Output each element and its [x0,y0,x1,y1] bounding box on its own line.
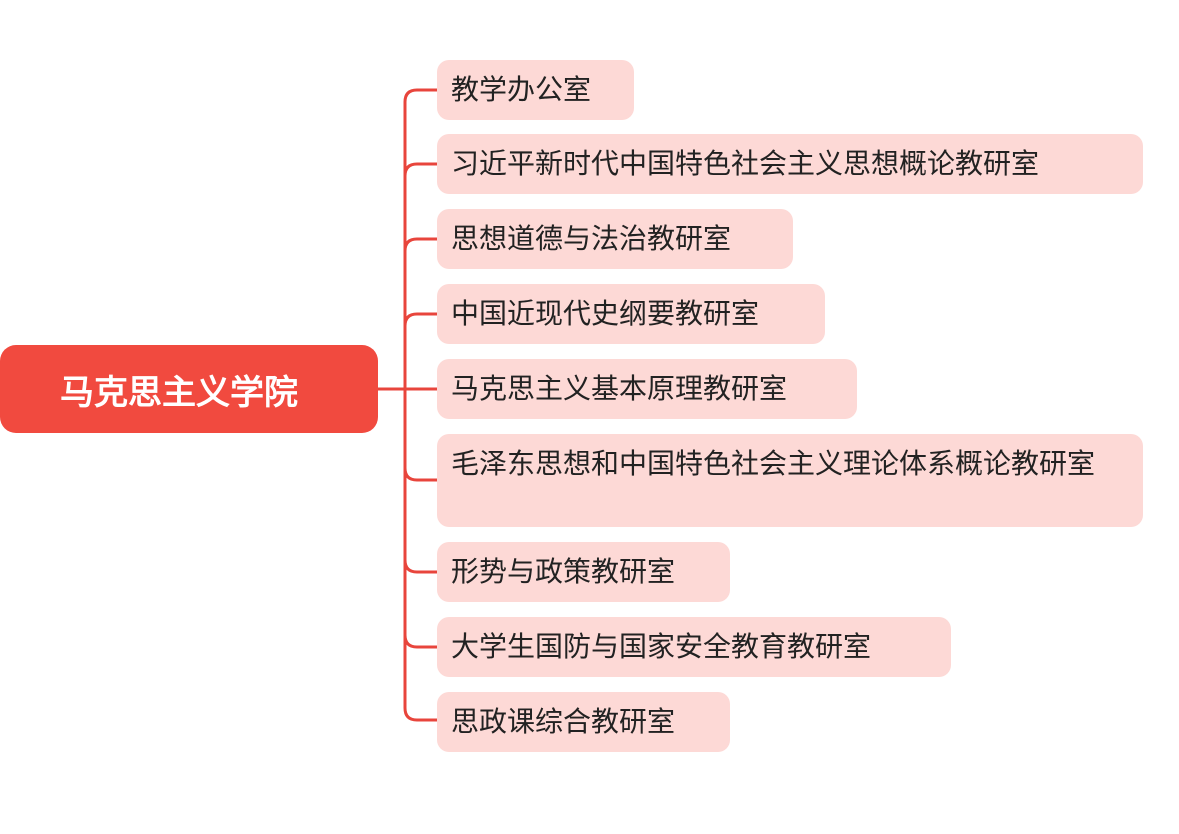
branch-node-comprehensive[interactable]: 思政课综合教研室 [437,692,730,752]
branch-node-xi-thought[interactable]: 习近平新时代中国特色社会主义思想概论教研室 [437,134,1143,194]
branch-connector-8 [403,634,437,649]
branch-node-teaching-office[interactable]: 教学办公室 [437,60,634,120]
branch-connector-1 [403,88,437,103]
branch-connector-7 [403,559,437,574]
branch-node-marxism-principles[interactable]: 马克思主义基本原理教研室 [437,359,857,419]
branch-node-mao-thought[interactable]: 毛泽东思想和中国特色社会主义理论体系概论教研室 [437,434,1143,527]
branch-connector-3 [403,237,437,252]
branch-connector-6 [403,467,437,482]
branch-node-national-defense[interactable]: 大学生国防与国家安全教育教研室 [437,617,951,677]
root-node[interactable]: 马克思主义学院 [0,345,378,433]
branch-connector-2 [403,162,437,177]
branch-connector-4 [403,312,437,327]
branch-node-ethics-law[interactable]: 思想道德与法治教研室 [437,209,793,269]
branch-node-modern-history[interactable]: 中国近现代史纲要教研室 [437,284,825,344]
branch-node-situation-policy[interactable]: 形势与政策教研室 [437,542,730,602]
branch-connector-9 [403,707,437,722]
